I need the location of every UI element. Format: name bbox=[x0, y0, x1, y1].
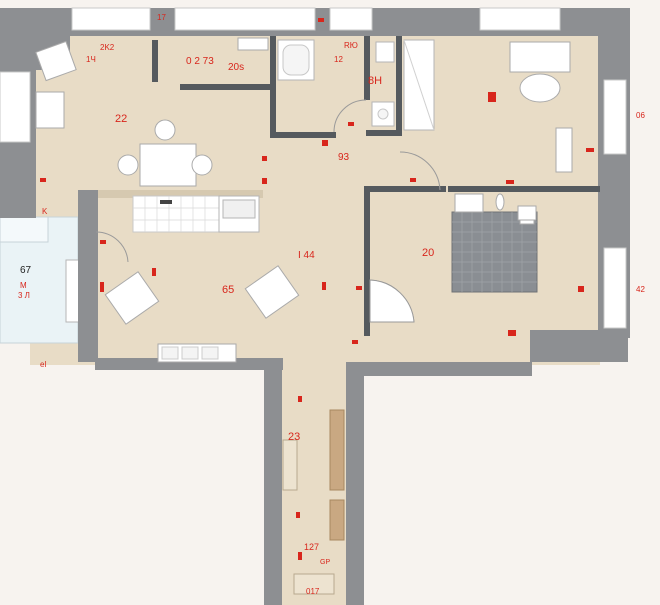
iwall-5 bbox=[364, 36, 370, 100]
label-corridor-144: I 44 bbox=[298, 250, 315, 261]
sofa-left bbox=[35, 91, 65, 129]
iwall-6 bbox=[396, 36, 402, 136]
label-room-20: 20 bbox=[422, 247, 434, 259]
wall-corridor-left bbox=[264, 368, 282, 605]
armchair-2 bbox=[244, 265, 300, 319]
wardrobe bbox=[555, 127, 573, 173]
window-right-1 bbox=[603, 79, 627, 155]
label-room-8h: 8H bbox=[368, 75, 382, 87]
iwall-1 bbox=[152, 40, 158, 82]
dining-table bbox=[139, 143, 197, 187]
label-right-06: 06 bbox=[636, 111, 645, 120]
wall-bottom-right bbox=[346, 362, 532, 376]
label-bottom-27: 127 bbox=[304, 542, 319, 552]
label-left-el: el bbox=[40, 360, 46, 369]
label-bottom-gp: GP bbox=[320, 559, 330, 566]
sofa-right bbox=[509, 41, 571, 73]
door-arc-1 bbox=[333, 99, 367, 133]
bathroom bbox=[277, 39, 435, 131]
label-top-2k2: 2K2 bbox=[100, 43, 115, 52]
corridor-furniture bbox=[282, 409, 345, 595]
armchair-1 bbox=[104, 271, 160, 325]
label-room-22: 22 bbox=[115, 113, 127, 125]
living-room-furniture bbox=[104, 265, 300, 363]
wood-shelf-2 bbox=[329, 499, 345, 541]
cabinet-inner-1 bbox=[161, 346, 179, 360]
label-top-12: 12 bbox=[334, 55, 343, 64]
bathtub-inner bbox=[282, 44, 310, 76]
window-right-2 bbox=[603, 247, 627, 329]
iwall-2 bbox=[180, 84, 272, 90]
label-top-205: 20s bbox=[228, 62, 244, 73]
chair-3 bbox=[154, 119, 176, 141]
red-marks bbox=[40, 18, 594, 560]
window-top-1 bbox=[71, 7, 151, 31]
bedroom-20-area bbox=[448, 186, 600, 293]
hall-bench bbox=[282, 439, 298, 491]
bed-pillow bbox=[454, 193, 484, 213]
stove bbox=[160, 200, 172, 204]
iwall-8 bbox=[364, 186, 446, 192]
wood-shelf-1 bbox=[329, 409, 345, 491]
door-arc-2 bbox=[399, 151, 441, 191]
label-room-23: 23 bbox=[288, 431, 300, 443]
label-left-m: M bbox=[20, 281, 27, 290]
bathroom-tile-2 bbox=[448, 186, 600, 192]
counter-top bbox=[98, 190, 263, 198]
chair-1 bbox=[117, 154, 139, 176]
label-room-65: 65 bbox=[222, 284, 234, 296]
label-top-023: 0 2 73 bbox=[186, 56, 214, 67]
window-top-4 bbox=[479, 7, 561, 31]
window-top-3 bbox=[329, 7, 373, 31]
balcony-edge bbox=[0, 216, 49, 243]
wall-corridor-right bbox=[346, 368, 364, 605]
chair-2 bbox=[191, 154, 213, 176]
counter-tiles bbox=[132, 195, 220, 233]
cabinet-inner-2 bbox=[181, 346, 199, 360]
iwall-3 bbox=[270, 36, 276, 138]
iwall-4 bbox=[276, 132, 336, 138]
wall-left-lower bbox=[78, 190, 98, 362]
window-left-1 bbox=[0, 71, 31, 143]
interior-walls bbox=[152, 36, 446, 336]
desk bbox=[237, 37, 269, 51]
door-arc-4 bbox=[95, 231, 129, 263]
label-left-3: 3 Л bbox=[18, 291, 30, 300]
labels: 22 20 23 65 67 8H 93 I 44 17 2K2 1Ч 0 2 … bbox=[18, 13, 645, 596]
entrance-mat bbox=[293, 573, 335, 595]
corner-door-panel bbox=[369, 279, 415, 323]
wall-right-bottom bbox=[530, 330, 628, 362]
sink-basin bbox=[222, 199, 256, 219]
side-chair bbox=[517, 205, 537, 221]
round-table bbox=[519, 73, 561, 103]
label-top-17: 17 bbox=[157, 13, 166, 22]
iwall-7 bbox=[364, 186, 370, 336]
toilet-tank bbox=[375, 41, 395, 63]
iwall-9 bbox=[366, 130, 398, 136]
window-top-2 bbox=[174, 7, 316, 31]
counter-tile-grid bbox=[133, 196, 219, 232]
label-right-42: 42 bbox=[636, 285, 645, 294]
label-top-rh: RЮ bbox=[344, 41, 358, 50]
label-top-14: 1Ч bbox=[86, 55, 96, 64]
label-bottom-17: 017 bbox=[306, 587, 320, 596]
lamp bbox=[495, 193, 505, 211]
label-room-67: 67 bbox=[20, 265, 32, 276]
armchair-topleft bbox=[35, 40, 77, 82]
room-22-furniture bbox=[35, 37, 269, 187]
windows bbox=[0, 7, 627, 329]
label-left-k: K bbox=[42, 207, 48, 216]
right-room-furniture bbox=[509, 41, 573, 221]
cabinet-inner-3 bbox=[201, 346, 219, 360]
label-room-93: 93 bbox=[338, 152, 350, 163]
kitchen-counter bbox=[98, 190, 263, 233]
